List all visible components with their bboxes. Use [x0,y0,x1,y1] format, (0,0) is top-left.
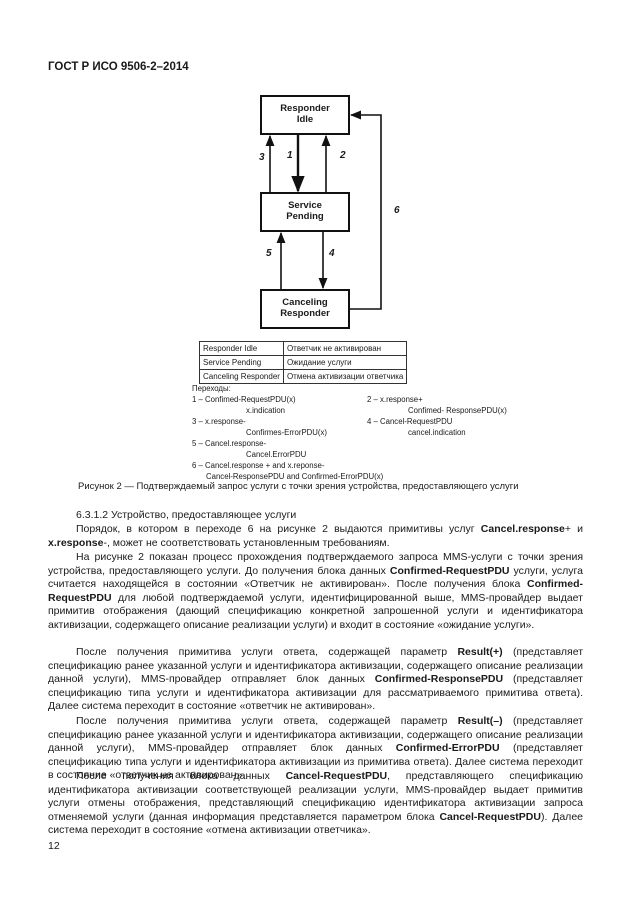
text-run: (представляет спецификацию ранее указанн… [48,646,583,686]
state-label-idle: Responder Idle [280,103,330,125]
transition-item: x.indication [246,406,286,415]
text-run: Порядок, в котором в переходе 6 на рисун… [76,523,481,535]
transition-item: Confirmes-ErrorPDU(x) [246,428,328,437]
paragraph: После получения блока данных Cancel-Requ… [48,770,583,838]
paragraph: Порядок, в котором в переходе 6 на рисун… [48,523,583,550]
table-row: Responder Idle Ответчик не активирован [199,341,408,356]
text-run: ). Далее система переходит в состояние «… [48,810,583,837]
section-heading: 6.3.1.2 Устройство, предоставляющее услу… [76,509,297,521]
bold-term: Result(+) [457,646,503,658]
transition-item: 6 – Cancel.response + and x.reponse- [192,461,325,470]
bold-term: Confirmed-ErrorPDU [395,742,500,755]
text-run: После получения примитива услуги ответа,… [76,646,458,658]
bold-term: x.response [48,536,104,549]
bold-term: Cancel.response [480,523,565,535]
state-label-canceling: Canceling Responder [280,297,330,319]
page-number: 12 [48,840,60,852]
transition-item: cancel.indication [408,428,466,437]
text-run: , представляющего спецификацию идентифик… [48,770,583,823]
text-run: услуги, услуга считается находящейся в с… [48,564,584,591]
legend-translation: Ответчик не активирован [282,341,408,356]
state-box-idle [260,95,350,135]
text-run: После получения примитива услуги ответа,… [76,715,458,727]
arrow-6 [349,110,382,310]
legend-term: Canceling Responder [199,369,284,384]
arrow-label-3: 3 [259,152,265,163]
state-label-pending: Service Pending [286,200,324,222]
transition-item: 4 – Cancel-RequestPDU [367,417,453,426]
text-run: На рисунке 2 показан процесс прохождения… [48,551,583,577]
transition-item: Confimed- ResponsePDU(x) [408,406,507,415]
state-diagram [260,95,382,329]
transition-item: 5 – Cancel.response- [192,439,267,448]
paragraph: После получения примитива услуги ответа,… [48,715,583,783]
arrow-label-5: 5 [266,248,272,259]
bold-term: Confirmed-RequestPDU [389,564,510,577]
document-header: ГОСТ Р ИСО 9506-2–2014 [48,61,189,73]
bold-term: Cancel-RequestPDU [439,810,541,823]
text-run: (представляет спецификацию ранее указанн… [48,715,584,755]
text-run: (представляет спецификацию типа услуги и… [48,742,583,782]
transitions-title: Переходы: [192,384,231,393]
text-run: -, может не соответствовать установленны… [103,536,390,549]
state-box-pending [260,192,350,232]
legend-translation: Отмена активизации ответчика [282,369,408,384]
arrow-label-4: 4 [329,248,335,259]
transition-item: 3 – x.response- [192,417,246,426]
paragraph: После получения примитива услуги ответа,… [48,646,583,714]
bold-term: Cancel-RequestPDU [285,770,388,782]
text-run: для любой подтверждаемой услуги, идентиф… [48,591,583,631]
legend-table: Responder Idle Ответчик не активирован S… [199,341,408,384]
text-run: + и [564,523,583,535]
legend-term: Responder Idle [199,341,284,356]
legend-translation: Ожидание услуги [282,355,408,370]
transition-item: 2 – x.response+ [367,395,423,404]
transition-item: Cancel-ResponsePDU and Confirmed-ErrorPD… [206,472,384,481]
legend-term: Service Pending [199,355,284,370]
bold-term: Confirmed-RequestPDU [48,578,583,604]
arrow-label-2: 2 [340,150,346,161]
arrow-label-1: 1 [287,150,293,161]
arrow-label-6: 6 [394,205,400,216]
bold-term: Confirmed-ResponsePDU [374,673,504,686]
table-row: Service Pending Ожидание услуги [199,355,408,370]
transition-item: 1 – Confimed-RequestPDU(x) [192,395,296,404]
text-run: (представляет спецификацию типа услуги и… [48,673,583,713]
table-row: Canceling Responder Отмена активизации о… [199,369,408,384]
text-run: После получения блока данных [76,770,286,782]
paragraph: На рисунке 2 показан процесс прохождения… [48,551,583,633]
transition-item: Cancel.ErrorPDU [246,450,307,459]
bold-term: Result(–) [457,715,503,727]
figure-caption: Рисунок 2 — Подтверждаемый запрос услуги… [78,481,519,492]
